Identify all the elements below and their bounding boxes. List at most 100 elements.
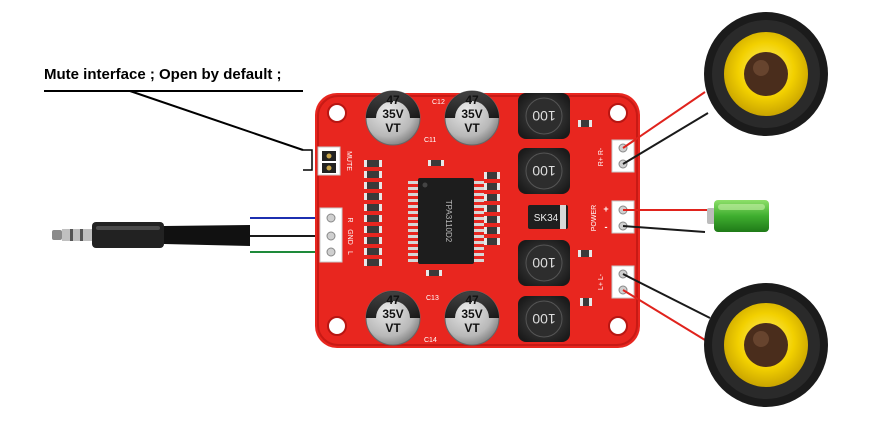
speaker-bottom-icon: [704, 283, 828, 407]
smd-component: [484, 183, 500, 190]
smd-component: [428, 160, 444, 166]
chip-pin: [474, 253, 484, 256]
cap-ref-label: C13: [426, 295, 439, 302]
chip-pin: [474, 241, 484, 244]
chip-pin: [408, 211, 418, 214]
audio-input-header: R GND L: [319, 207, 353, 263]
capacitor-bottom-left: 47 35V VT C13: [365, 290, 439, 346]
smd-component: [364, 248, 382, 255]
diode-label: SK34: [534, 213, 559, 224]
inductor-1: 100: [518, 93, 570, 139]
smd-component: [364, 193, 382, 200]
chip-pin: [408, 217, 418, 220]
chip-pin: [474, 247, 484, 250]
cap-ref-label: C11: [424, 137, 436, 144]
smd-component: [484, 172, 500, 179]
speaker-wires: [622, 91, 711, 341]
inductor-label: 100: [532, 163, 556, 179]
chip-pin: [408, 205, 418, 208]
chip-pin: [474, 235, 484, 238]
chip-pin: [474, 217, 484, 220]
capacitor-top-left: 47 35V VT C12: [365, 90, 445, 146]
input-label-l: L: [346, 251, 353, 255]
chip-pin: [408, 235, 418, 238]
chip-pin: [408, 259, 418, 262]
smd-component: [484, 227, 500, 234]
left-speaker-label: L+ L-: [598, 273, 605, 290]
smd-resistors-right: [484, 120, 592, 306]
chip-label: TPA3110D2: [444, 200, 453, 243]
smd-component: [364, 259, 382, 266]
power-label: POWER: [591, 205, 598, 231]
right-speaker-terminal: R+ R-: [598, 139, 635, 173]
capacitor-top-right: 47 35V VT C11: [424, 90, 500, 146]
power-wires: [622, 209, 715, 233]
cap-voltage-label: 35V: [461, 307, 482, 321]
chip-pin: [408, 199, 418, 202]
cap-series-label: VT: [464, 121, 480, 135]
inductor-label: 100: [532, 311, 556, 327]
chip-pin: [408, 193, 418, 196]
chip-pin: [474, 229, 484, 232]
power-plus-label: +: [603, 204, 608, 214]
cap-voltage-label: 35V: [382, 107, 403, 121]
smd-component: [364, 226, 382, 233]
cap-value-label: 47: [386, 93, 400, 107]
cap-ref-label: C12: [432, 99, 445, 106]
cap-voltage-label: 35V: [382, 307, 403, 321]
smd-resistors-left: [364, 160, 444, 276]
input-label-gnd: GND: [346, 229, 353, 245]
chip-pin: [408, 241, 418, 244]
chip-pin: [474, 259, 484, 262]
smd-component: [364, 204, 382, 211]
mute-header: MUTE: [303, 146, 352, 176]
cap-value-label: 47: [465, 93, 479, 107]
chip-pin: [474, 187, 484, 190]
inductor-4: 100: [518, 296, 570, 342]
smd-component: [484, 238, 500, 245]
chip-pin: [474, 199, 484, 202]
cap-series-label: VT: [464, 321, 480, 335]
diode-sk34: SK34: [528, 205, 568, 229]
smd-component: [364, 182, 382, 189]
power-minus-label: -: [605, 222, 608, 232]
smd-component: [484, 194, 500, 201]
chip-pin: [408, 253, 418, 256]
cap-ref-label: C14: [424, 337, 437, 344]
smd-component: [578, 250, 592, 257]
smd-component: [364, 160, 382, 167]
audio-jack: [52, 222, 250, 248]
inductor-label: 100: [532, 255, 556, 271]
cap-series-label: VT: [385, 121, 401, 135]
smd-component: [426, 270, 442, 276]
cap-value-label: 47: [386, 293, 400, 307]
inductor-3: 100: [518, 240, 570, 286]
smd-component: [580, 298, 592, 306]
chip-pin: [408, 247, 418, 250]
mute-label: MUTE: [345, 151, 352, 171]
smd-component: [484, 205, 500, 212]
smd-component: [364, 215, 382, 222]
smd-component: [364, 237, 382, 244]
smd-component: [364, 171, 382, 178]
smd-component: [484, 216, 500, 223]
chip-pin: [474, 181, 484, 184]
speaker-top-icon: [704, 12, 828, 136]
cap-value-label: 47: [465, 293, 479, 307]
mute-interface-note: Mute interface ; Open by default ;: [44, 66, 282, 83]
cap-series-label: VT: [385, 321, 401, 335]
amplifier-chip: TPA3110D2: [408, 178, 484, 264]
chip-pin: [474, 223, 484, 226]
right-speaker-label: R+ R-: [598, 147, 605, 166]
chip-pin: [474, 205, 484, 208]
chip-pin: [474, 211, 484, 214]
smd-component: [578, 120, 592, 127]
mute-pointer-line: [44, 90, 304, 151]
cap-voltage-label: 35V: [461, 107, 482, 121]
chip-pin: [408, 187, 418, 190]
power-terminal: + - POWER: [591, 200, 635, 234]
chip-pins: [408, 181, 484, 262]
chip-pin: [408, 181, 418, 184]
